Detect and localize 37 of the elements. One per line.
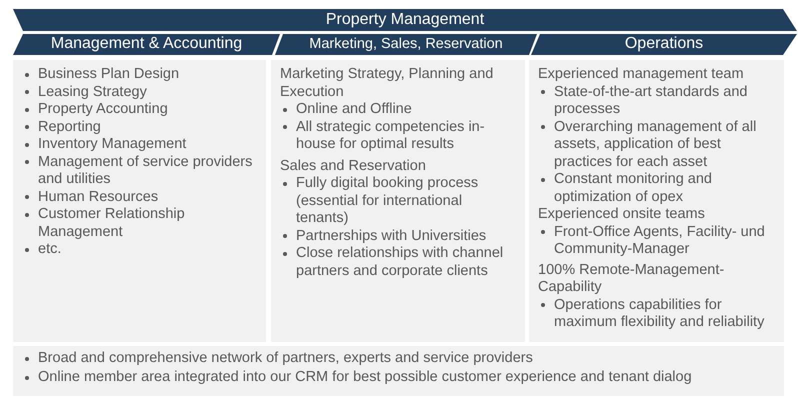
banner-title: Property Management — [326, 10, 484, 30]
section-title: Operations — [624, 35, 704, 54]
bullet-item: Leasing Strategy — [38, 84, 148, 101]
bullet-item: Management of service providers and utilities — [38, 154, 254, 188]
bullet-item: etc. — [38, 241, 62, 258]
section-header — [531, 34, 797, 55]
section-heading: Experienced onsite teams — [538, 206, 706, 224]
section-header — [13, 34, 280, 55]
bullet-item: Inventory Management — [38, 136, 188, 154]
section-heading: 100% Remote-Management-Capability — [538, 262, 726, 296]
section-title: Management & Accounting — [50, 35, 242, 54]
section-title: Marketing, Sales, Reservation — [309, 36, 503, 53]
bullet-item: Reporting — [38, 118, 102, 136]
bullet-item: State-of-the-art standards and processes — [554, 84, 748, 118]
bullet-item: Constant monitoring and optimization of opex — [554, 171, 713, 206]
bullet-item: Business Plan Design — [38, 66, 180, 84]
bullet-item: Partnerships with Universities — [296, 228, 488, 245]
title-banner — [13, 9, 797, 31]
section-heading: Marketing Strategy, Planning and Execution — [280, 66, 494, 101]
bullet-item: Fully digital booking process (essential for international tenants) — [296, 175, 480, 228]
content-panel — [529, 60, 784, 342]
bullet-item: Broad and comprehensive network of partners, experts and service providers — [38, 349, 534, 368]
content-panel — [13, 346, 784, 396]
bullet-item: Operations capabilities for maximum flexibility and reliability — [554, 296, 766, 332]
section-heading: Sales and Reservation — [280, 158, 427, 175]
bullet-item: Property Accounting — [38, 101, 169, 118]
bullet-item: Human Resources — [38, 188, 160, 206]
bullet-item: Online and Offline — [296, 101, 413, 118]
bullet-item: Close relationships with channel partners and corporate clients — [296, 245, 504, 280]
content-panel — [13, 60, 266, 342]
bullet-item: All strategic competencies in-house for optimal results — [296, 118, 486, 154]
bullet-item: Overarching management of all assets, application of best practices for each asset — [554, 118, 758, 171]
section-header — [275, 34, 537, 55]
content-panel — [271, 60, 525, 342]
section-heading: Experienced management team — [538, 66, 745, 84]
bullet-item: Online member area integrated into our CRM for best possible customer experience and tenant dialog — [38, 368, 693, 387]
bullet-item: Front-Office Agents, Facility- und Community-Manager — [554, 224, 766, 258]
